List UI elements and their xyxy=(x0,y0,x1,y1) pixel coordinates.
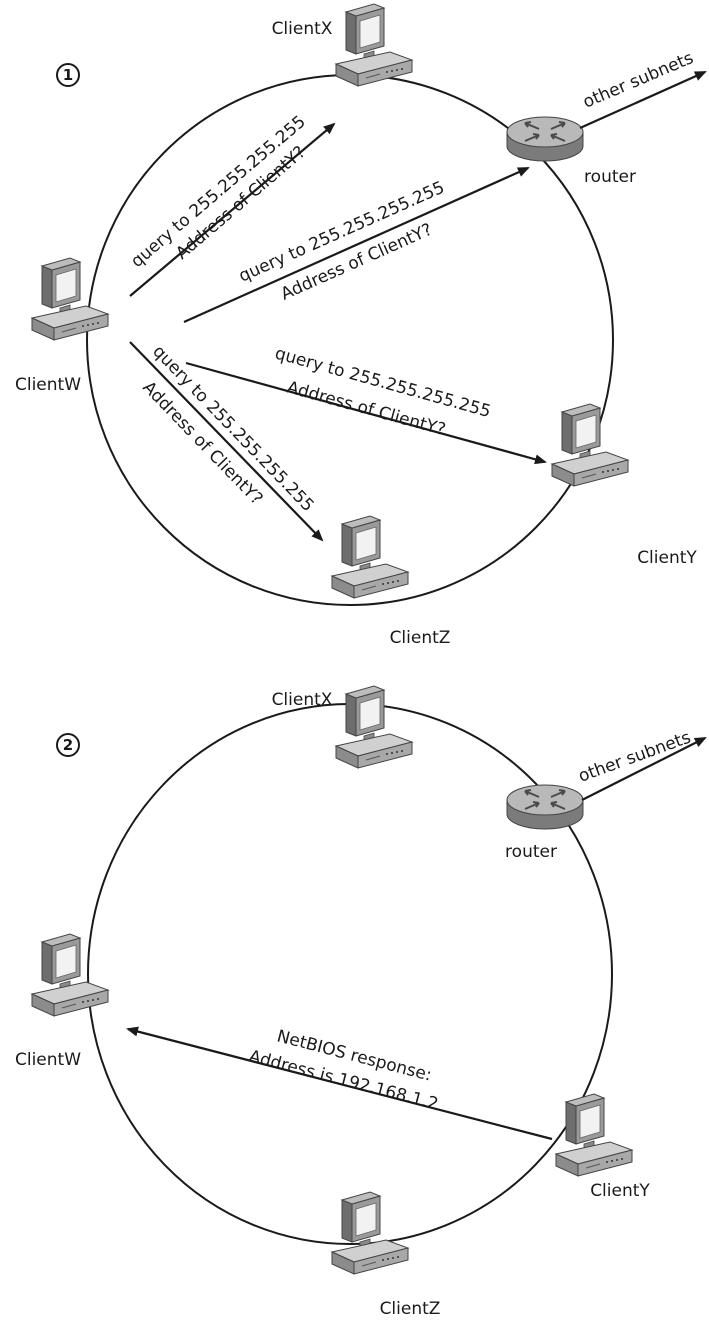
host-label-clientw: ClientW xyxy=(15,1050,81,1070)
router-icon xyxy=(506,784,584,830)
computer-icon xyxy=(331,1191,409,1275)
arrow-query-to-clienty xyxy=(185,361,547,465)
arrow-other-subnets xyxy=(579,70,707,130)
host-label-clientz: ClientZ xyxy=(390,628,451,648)
router-label: router xyxy=(505,842,557,862)
host-label-clienty: ClientY xyxy=(637,548,697,568)
step-2-badge: 2 xyxy=(56,733,80,757)
computer-icon xyxy=(555,1093,633,1177)
router-label: router xyxy=(584,167,636,187)
network-segment-ring-2 xyxy=(87,703,613,1245)
svg-text:1: 1 xyxy=(63,66,73,84)
host-label-clientw: ClientW xyxy=(15,375,81,395)
host-label-clientx: ClientX xyxy=(272,690,333,710)
computer-icon xyxy=(551,403,629,487)
host-label-clientx: ClientX xyxy=(272,19,333,39)
host-label-clienty: ClientY xyxy=(590,1181,650,1201)
router-icon xyxy=(506,116,584,162)
computer-icon xyxy=(335,3,413,87)
panel-2: 2 ClientX ClientW ClientY ClientZ router… xyxy=(15,685,707,1319)
computer-icon xyxy=(31,933,109,1017)
arrow-other-subnets xyxy=(581,737,707,801)
step-1-badge: 1 xyxy=(56,63,80,87)
arrow-query-to-router xyxy=(183,166,530,324)
arrow-query-to-clientz xyxy=(129,341,324,542)
computer-icon xyxy=(331,515,409,599)
host-label-clientz: ClientZ xyxy=(380,1299,441,1319)
arrow-netbios-response xyxy=(126,1026,553,1141)
panel-1: 1 ClientX ClientW ClientY ClientZ router… xyxy=(15,3,707,648)
other-subnets-label: other subnets xyxy=(576,728,694,787)
computer-icon xyxy=(335,685,413,769)
arrow-query-to-clientx xyxy=(129,122,336,297)
svg-text:2: 2 xyxy=(63,736,73,754)
